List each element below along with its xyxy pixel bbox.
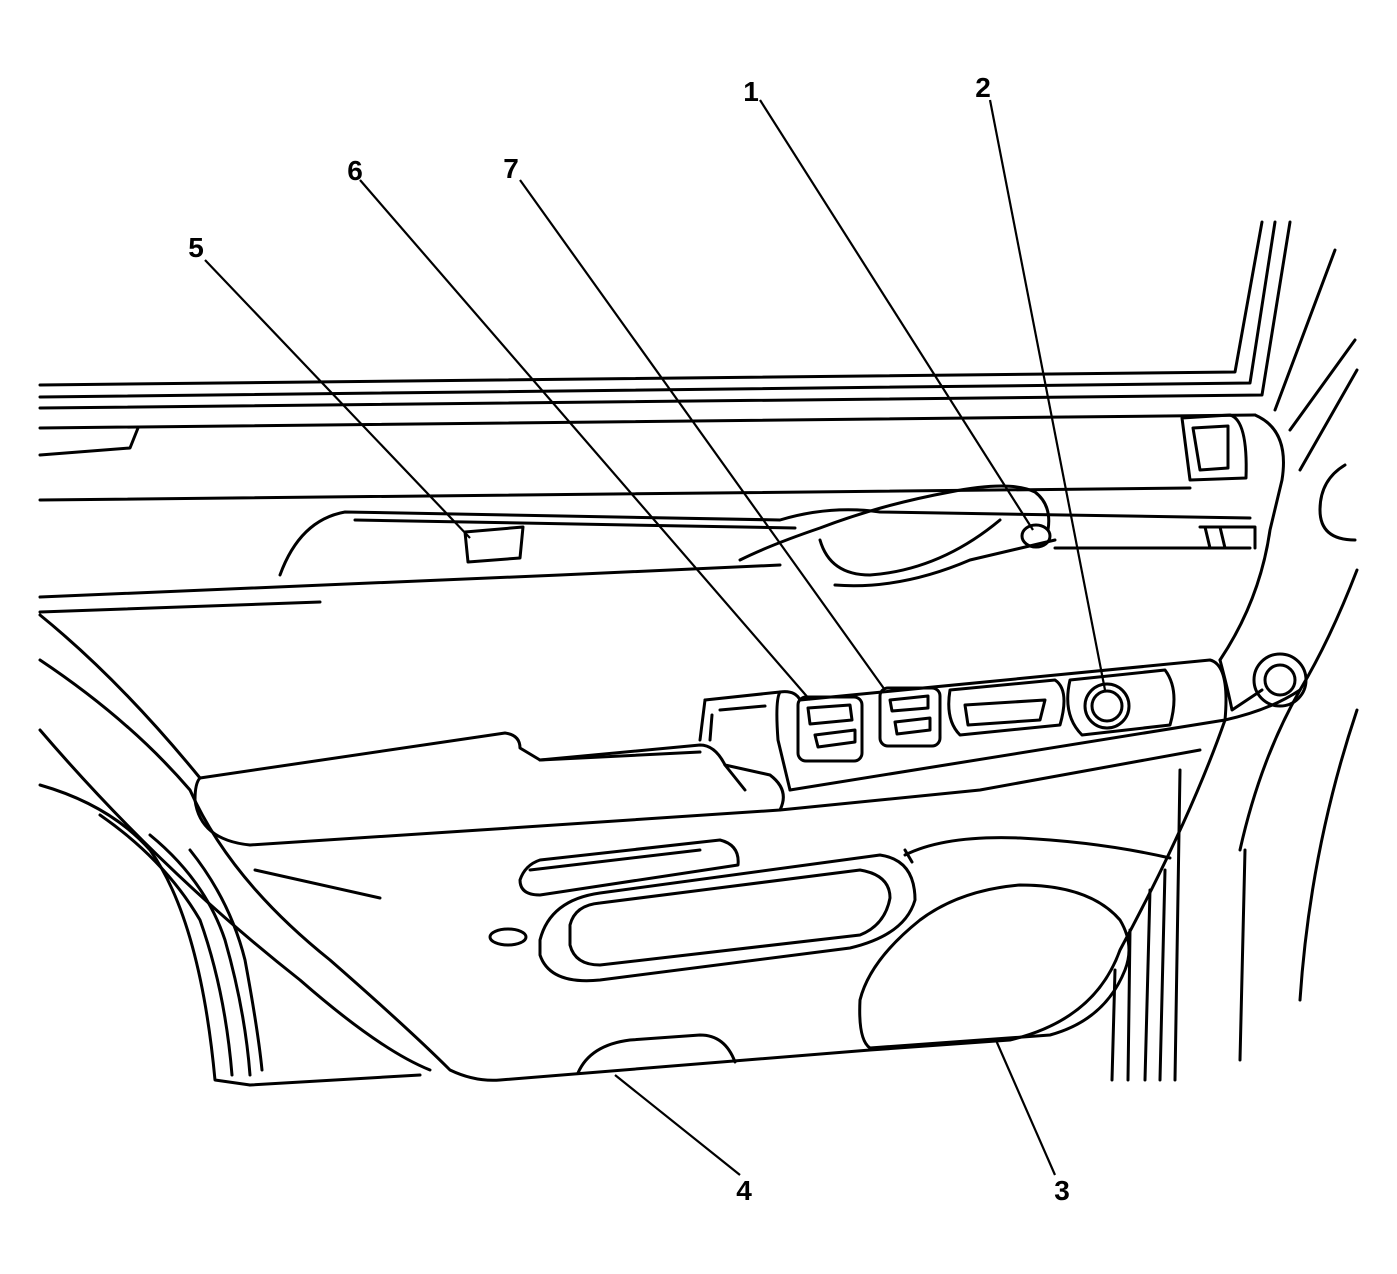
grab-cup bbox=[538, 853, 917, 983]
leader-3 bbox=[993, 1037, 1057, 1176]
callout-3: 3 bbox=[1054, 1175, 1070, 1206]
leader-5 bbox=[204, 259, 471, 539]
leader-lines bbox=[204, 99, 1107, 1176]
leader-4 bbox=[614, 1074, 741, 1176]
switch-bezel bbox=[698, 658, 1228, 792]
door-jamb-right bbox=[1110, 568, 1359, 1082]
upper-bolster bbox=[38, 508, 1252, 614]
callout-4: 4 bbox=[736, 1175, 752, 1206]
leader-2 bbox=[988, 99, 1107, 691]
callout-1: 1 bbox=[743, 76, 759, 107]
callout-6: 6 bbox=[347, 155, 363, 186]
callout-7: 7 bbox=[503, 153, 519, 184]
leader-6 bbox=[359, 179, 811, 701]
door-edge-wiring bbox=[1218, 463, 1357, 722]
callout-2: 2 bbox=[975, 72, 991, 103]
label-tab bbox=[463, 525, 525, 564]
upper-trim-bands bbox=[38, 413, 1285, 662]
lock-knob-housing bbox=[1180, 413, 1248, 482]
leader-7 bbox=[519, 179, 886, 691]
door-jamb-lower-left bbox=[38, 783, 422, 1087]
callouts: 1 2 3 4 5 6 7 bbox=[188, 72, 1070, 1206]
courtesy-lamp bbox=[576, 1033, 737, 1075]
lower-panel bbox=[38, 613, 1227, 1082]
armrest-pocket bbox=[518, 838, 740, 897]
door-handle bbox=[738, 484, 1257, 588]
window-frame bbox=[38, 220, 1359, 472]
leader-1 bbox=[759, 99, 1034, 531]
speaker-grille bbox=[858, 883, 1131, 1050]
callout-5: 5 bbox=[188, 232, 204, 263]
